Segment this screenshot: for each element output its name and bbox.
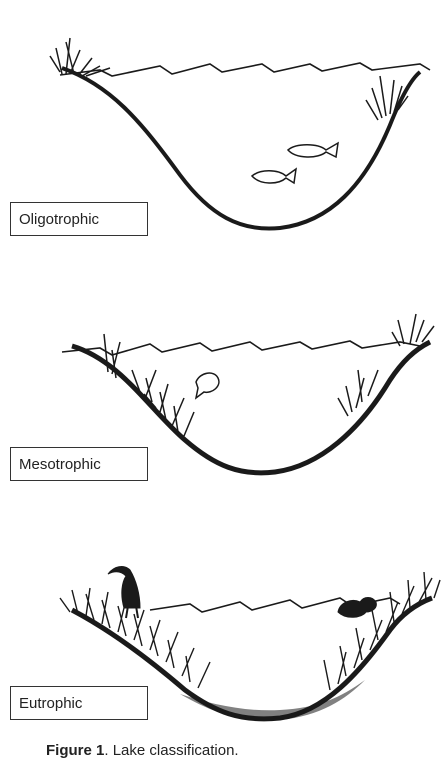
figure-number: Figure 1 xyxy=(46,742,104,759)
eutrophic-sediment xyxy=(180,680,365,721)
fish-icon xyxy=(288,143,338,157)
mesotrophic-label-text: Mesotrophic xyxy=(19,456,101,473)
mesotrophic-water-surface xyxy=(62,341,420,355)
dense-weed-right xyxy=(324,572,440,690)
figure-caption-text: . Lake classification. xyxy=(104,742,238,759)
oligotrophic-label-text: Oligotrophic xyxy=(19,211,99,228)
oligotrophic-lake xyxy=(50,38,430,229)
lake-weed-left xyxy=(104,334,194,436)
eutrophic-label: Eutrophic xyxy=(10,686,148,720)
fish-icon xyxy=(252,169,296,183)
oligotrophic-water-surface xyxy=(60,63,430,76)
shore-grass-left xyxy=(50,38,110,76)
mesotrophic-label: Mesotrophic xyxy=(10,447,148,481)
fish-icon xyxy=(196,373,219,398)
oligotrophic-label: Oligotrophic xyxy=(10,202,148,236)
eutrophic-label-text: Eutrophic xyxy=(19,695,82,712)
figure-caption: Figure 1. Lake classification. xyxy=(46,742,239,759)
